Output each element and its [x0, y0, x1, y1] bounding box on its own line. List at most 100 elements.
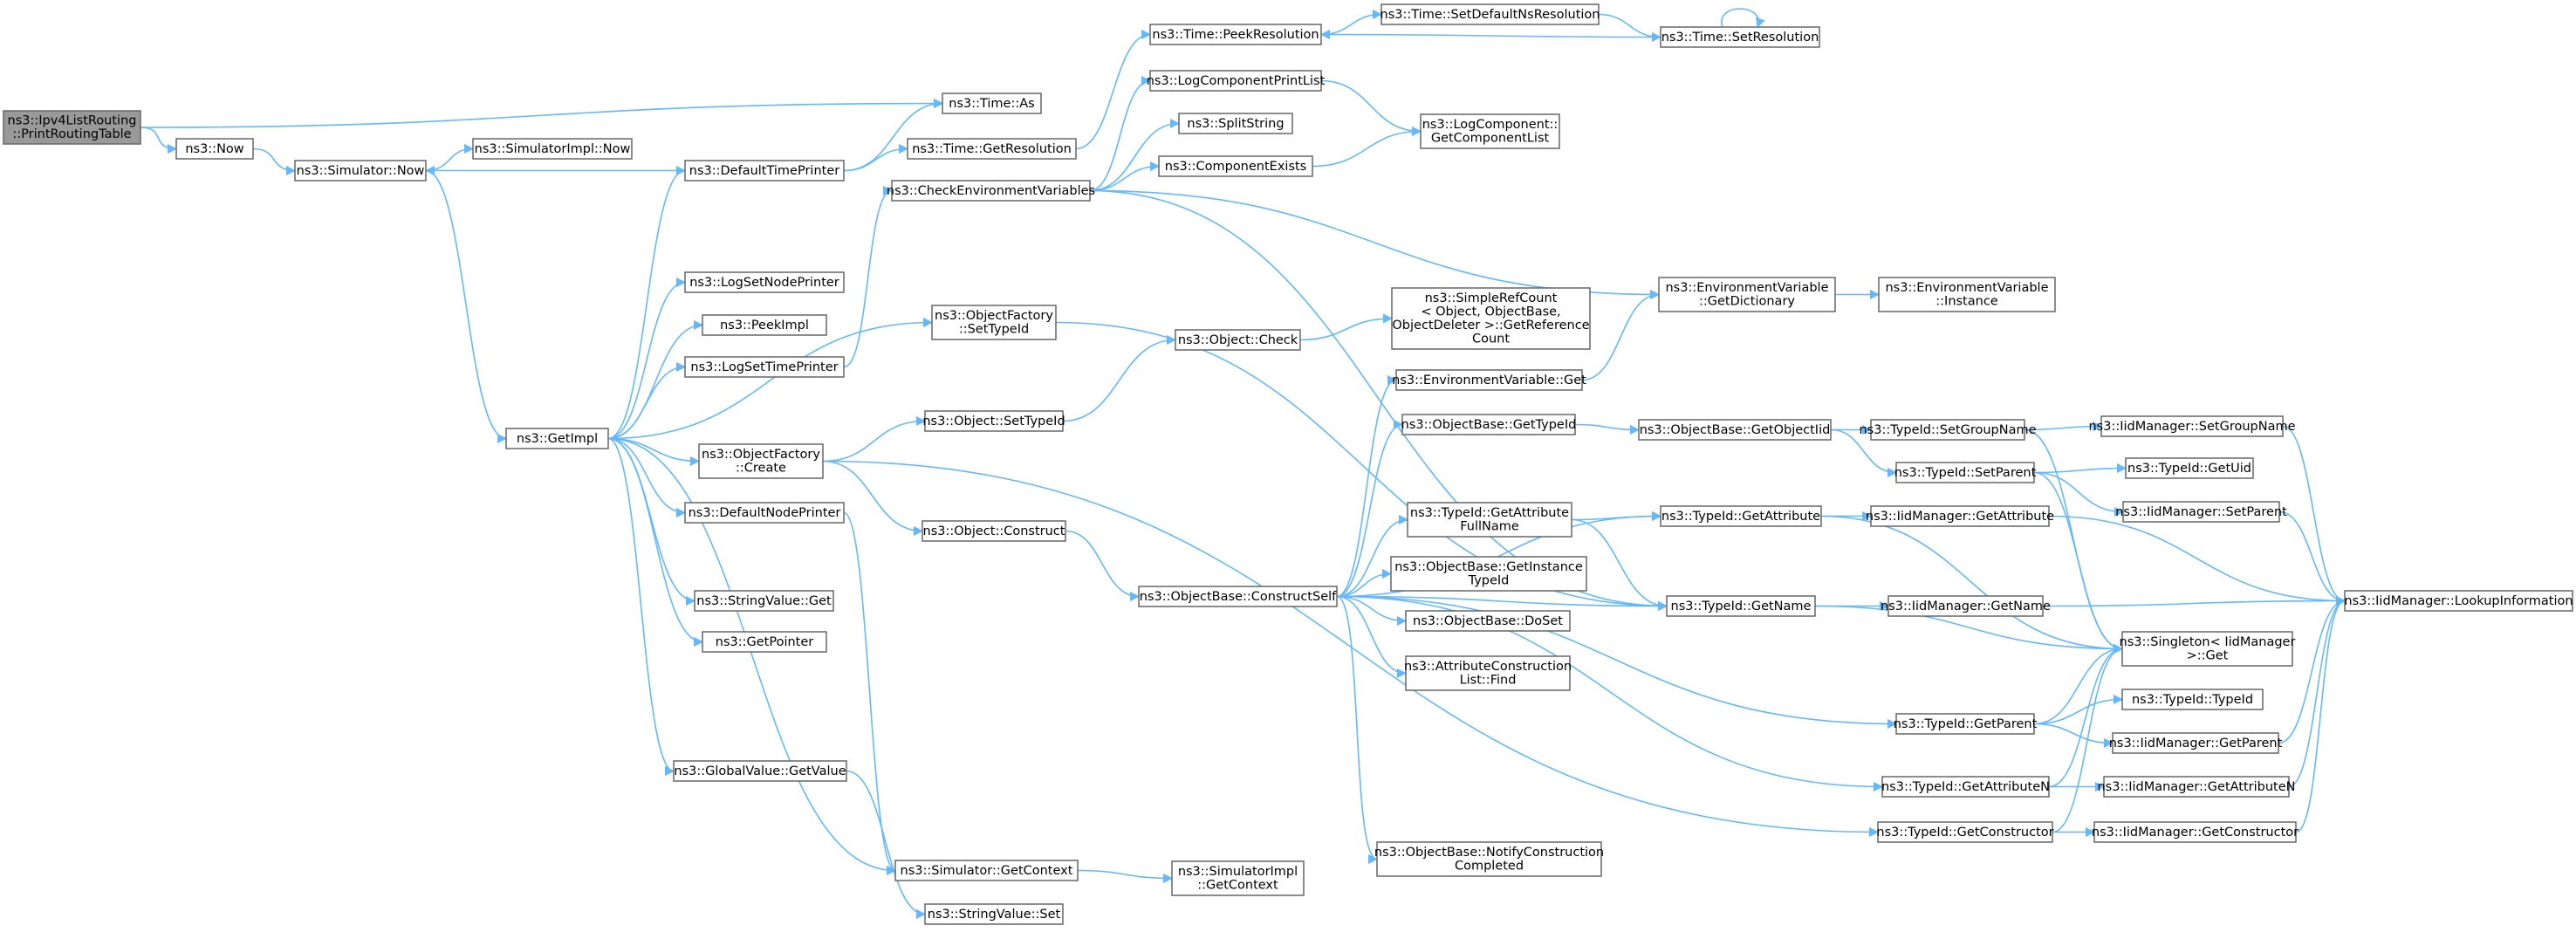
edge-imgan-imli: [2288, 595, 2346, 788]
edge-tign-singget: [1814, 605, 2124, 654]
node-peekres[interactable]: ns3::Time::PeekResolution: [1149, 24, 1322, 45]
node-box: [472, 138, 633, 160]
node-singget[interactable]: ns3::Singleton< IidManager>::Get: [2120, 631, 2296, 667]
node-label: ns3::Ipv4ListRouting: [8, 114, 137, 128]
node-simimplgc[interactable]: ns3::SimulatorImpl::GetContext: [1171, 860, 1305, 896]
node-objcheck[interactable]: ns3::Object::Check: [1175, 329, 1301, 351]
node-label: ns3::GetImpl: [517, 432, 598, 446]
edge-obcs-obgti: [1336, 419, 1404, 598]
node-ofsti[interactable]: ns3::ObjectFactory::SetTypeId: [931, 305, 1057, 340]
edge-cev-lcpl: [1089, 75, 1152, 192]
node-objsti[interactable]: ns3::Object::SetTypeId: [922, 410, 1065, 432]
node-box: [1666, 595, 1816, 617]
node-box: [673, 760, 847, 782]
node-box: [1638, 419, 1832, 441]
edge-path: [1571, 518, 1668, 612]
node-lsnp[interactable]: ns3::LogSetNodePrinter: [684, 271, 845, 293]
edge-getimpl-dtp: [607, 165, 687, 440]
node-obgti[interactable]: ns3::ObjectBase::GetTypeId: [1401, 414, 1577, 435]
node-tign[interactable]: ns3::TypeId::GetName: [1666, 595, 1816, 617]
node-tigan[interactable]: ns3::TypeId::GetAttributeN: [1881, 776, 2050, 798]
node-dtp[interactable]: ns3::DefaultTimePrinter: [684, 160, 845, 182]
node-envget[interactable]: ns3::EnvironmentVariable::Get: [1392, 369, 1586, 391]
node-envinst[interactable]: ns3::EnvironmentVariable::Instance: [1878, 277, 2056, 312]
edge-path: [843, 185, 894, 368]
node-imgc[interactable]: ns3::IidManager::GetConstructor: [2092, 821, 2299, 843]
node-simnow[interactable]: ns3::Simulator::Now: [294, 160, 427, 182]
node-label: ns3::Time::SetDefaultNsResolution: [1380, 8, 1600, 22]
node-obds[interactable]: ns3::ObjectBase::DoSet: [1405, 610, 1571, 632]
node-getres[interactable]: ns3::Time::GetResolution: [907, 138, 1077, 160]
node-box: [1149, 70, 1322, 92]
edge-cev-tign: [1089, 189, 1668, 612]
edge-getimpl-dnp: [607, 437, 687, 518]
node-objcons[interactable]: ns3::Object::Construct: [921, 520, 1066, 542]
node-box: [2093, 821, 2297, 843]
node-lcgcl[interactable]: ns3::LogComponent::GetComponentList: [1420, 113, 1560, 149]
node-imga[interactable]: ns3::IidManager::GetAttribute: [1866, 505, 2054, 527]
node-box: [1380, 3, 1600, 25]
node-box: [942, 93, 1042, 114]
node-setdef[interactable]: ns3::Time::SetDefaultNsResolution: [1380, 3, 1600, 25]
node-obcs[interactable]: ns3::ObjectBase::ConstructSelf: [1138, 586, 1338, 607]
node-simimplnow[interactable]: ns3::SimulatorImpl::Now: [472, 138, 633, 160]
node-getptr[interactable]: ns3::GetPointer: [702, 631, 827, 653]
node-compex[interactable]: ns3::ComponentExists: [1158, 155, 1313, 177]
node-lcpl[interactable]: ns3::LogComponentPrintList: [1147, 70, 1326, 92]
node-box: [1877, 821, 2053, 843]
node-box: [694, 590, 834, 612]
node-imgp[interactable]: ns3::IidManager::GetParent: [2109, 732, 2283, 754]
edge-getimpl-peekimpl: [607, 319, 704, 440]
edge-dnp-simgc: [843, 511, 897, 875]
node-now[interactable]: ns3::Now: [175, 138, 254, 160]
node-box: [1178, 113, 1293, 134]
node-obnc[interactable]: ns3::ObjectBase::NotifyConstructionCompl…: [1374, 841, 1604, 877]
edge-simnow-getimpl: [425, 169, 508, 444]
edge-obgoi-tisp: [1830, 428, 1898, 478]
edge-getimpl-getptr: [607, 437, 704, 648]
node-tiga[interactable]: ns3::TypeId::GetAttribute: [1660, 505, 1822, 527]
node-titi[interactable]: ns3::TypeId::TypeId: [2121, 689, 2264, 710]
node-imsp[interactable]: ns3::IidManager::SetParent: [2115, 501, 2287, 523]
node-timeas[interactable]: ns3::Time::As: [942, 93, 1042, 114]
node-imgn[interactable]: ns3::IidManager::GetName: [1881, 595, 2051, 617]
node-getimpl[interactable]: ns3::GetImpl: [505, 428, 609, 449]
node-svset[interactable]: ns3::StringValue::Set: [924, 903, 1064, 925]
edge-imsp-imli: [2278, 511, 2346, 606]
node-tisp[interactable]: ns3::TypeId::SetParent: [1894, 462, 2037, 483]
node-cev[interactable]: ns3::CheckEnvironmentVariables: [887, 180, 1095, 202]
node-tigp[interactable]: ns3::TypeId::GetParent: [1894, 713, 2038, 735]
edge-imgc-imli: [2295, 595, 2346, 833]
node-label: ::Instance: [1935, 295, 1998, 309]
node-label: ns3::IidManager::SetParent: [2115, 505, 2287, 519]
node-label: ns3::LogComponent::: [1422, 118, 1559, 132]
node-gvgv[interactable]: ns3::GlobalValue::GetValue: [673, 760, 847, 782]
node-srcget[interactable]: ns3::SimpleRefCount< Object, ObjectBase,…: [1391, 287, 1591, 350]
node-imgan[interactable]: ns3::IidManager::GetAttributeN: [2097, 776, 2296, 798]
edge-cev-compex: [1089, 161, 1161, 192]
node-envdict[interactable]: ns3::EnvironmentVariable::GetDictionary: [1658, 277, 1836, 312]
node-label: ns3::Singleton< IidManager: [2120, 635, 2296, 649]
node-root[interactable]: ns3::Ipv4ListRouting::PrintRoutingTable: [3, 110, 141, 145]
node-imsgn[interactable]: ns3::IidManager::SetGroupName: [2088, 415, 2296, 437]
node-imli[interactable]: ns3::IidManager::LookupInformation: [2344, 590, 2573, 612]
node-split[interactable]: ns3::SplitString: [1178, 113, 1293, 134]
edge-obcs-obnc: [1336, 595, 1379, 864]
node-tigu[interactable]: ns3::TypeId::GetUid: [2125, 457, 2254, 479]
node-lstp[interactable]: ns3::LogSetTimePrinter: [684, 356, 845, 378]
node-tigc[interactable]: ns3::TypeId::GetConstructor: [1876, 821, 2054, 843]
node-tisgn[interactable]: ns3::TypeId::SetGroupName: [1859, 419, 2037, 441]
node-setres[interactable]: ns3::Time::SetResolution: [1660, 26, 1820, 48]
node-svget[interactable]: ns3::StringValue::Get: [694, 590, 834, 612]
node-peekimpl[interactable]: ns3::PeekImpl: [702, 314, 827, 336]
node-dnp[interactable]: ns3::DefaultNodePrinter: [684, 502, 845, 524]
node-box: [1881, 776, 2050, 798]
node-ofcreate[interactable]: ns3::ObjectFactory::Create: [698, 443, 824, 479]
edge-path: [140, 98, 944, 128]
node-simgc[interactable]: ns3::Simulator::GetContext: [894, 860, 1079, 881]
edge-tigp-imgp: [2033, 723, 2114, 749]
node-obgoi[interactable]: ns3::ObjectBase::GetObjectIid: [1638, 419, 1832, 441]
